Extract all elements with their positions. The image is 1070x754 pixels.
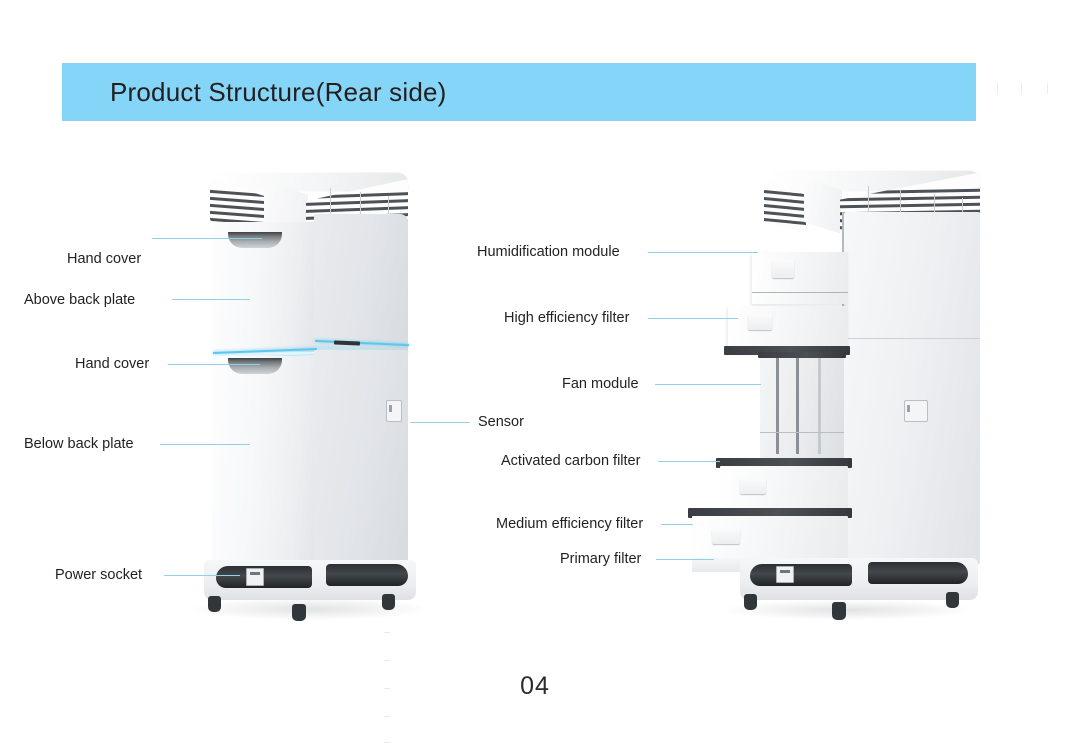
leader-activated-carbon-filter xyxy=(658,461,720,462)
watermark-ticks xyxy=(995,83,1065,99)
fan-module-strut xyxy=(818,358,821,454)
callout-above-back-plate: Above back plate xyxy=(24,292,136,308)
leader-above-back-plate xyxy=(172,299,250,300)
leader-hand-cover-upper xyxy=(152,238,262,239)
leader-power-socket xyxy=(164,575,240,576)
humidification-module xyxy=(752,252,848,304)
callout-hand-cover-upper: Hand cover xyxy=(67,251,142,267)
base-recess-left xyxy=(750,564,852,586)
below-back-plate-side xyxy=(314,350,408,566)
module-pull-handle xyxy=(748,314,772,330)
callout-primary-filter: Primary filter xyxy=(560,551,642,567)
module-pull-handle xyxy=(712,528,740,544)
callout-activated-carbon-filter: Activated carbon filter xyxy=(501,453,641,469)
callout-power-socket: Power socket xyxy=(55,567,143,583)
callout-humidification-module: Humidification module xyxy=(477,244,620,260)
sensor-port xyxy=(904,400,928,422)
module-edge xyxy=(752,292,848,293)
leader-primary-filter xyxy=(656,559,714,560)
leader-medium-efficiency-filter xyxy=(661,524,693,525)
callout-below-back-plate: Below back plate xyxy=(24,436,134,452)
fan-module-shelf xyxy=(760,432,844,433)
page-title: Product Structure(Rear side) xyxy=(110,77,447,107)
sensor-port xyxy=(386,400,402,422)
base-recess-left xyxy=(216,566,312,588)
callout-medium-efficiency-filter: Medium efficiency filter xyxy=(496,516,644,532)
leader-humidification-module xyxy=(648,252,758,253)
above-back-plate-side xyxy=(314,214,408,354)
title-banner xyxy=(62,63,976,121)
ground-shadow xyxy=(722,600,972,620)
callout-sensor: Sensor xyxy=(478,414,524,430)
filter-top-surface xyxy=(724,346,850,355)
leader-hand-cover-lower xyxy=(168,364,260,365)
caster-wheel xyxy=(382,594,395,610)
right-product-illustration xyxy=(672,160,992,620)
caster-wheel xyxy=(292,604,306,621)
caster-wheel xyxy=(832,602,846,620)
hand-cover-lower xyxy=(228,358,282,374)
callout-fan-module: Fan module xyxy=(562,376,639,392)
leader-sensor xyxy=(410,422,470,423)
margin-tick-marks xyxy=(384,628,390,748)
hand-cover-upper xyxy=(228,232,282,248)
module-pull-handle xyxy=(740,478,766,494)
power-socket xyxy=(776,566,794,583)
fan-module-strut xyxy=(796,358,799,454)
base-recess-right xyxy=(868,562,968,584)
power-socket xyxy=(246,568,264,586)
base-recess-right xyxy=(326,564,408,586)
fan-module-cavity xyxy=(760,356,844,462)
callout-hand-cover-lower: Hand cover xyxy=(75,356,150,372)
page-number: 04 xyxy=(520,672,550,700)
leader-fan-module xyxy=(655,384,761,385)
leader-high-efficiency-filter xyxy=(648,318,738,319)
caster-wheel xyxy=(946,592,959,608)
caster-wheel xyxy=(208,596,221,612)
fan-module-strut xyxy=(776,358,779,454)
medium-filter-top-surface xyxy=(688,508,852,518)
carbon-filter-top-surface xyxy=(716,458,852,468)
ground-shadow xyxy=(192,598,428,620)
shell-seam xyxy=(844,338,980,339)
below-back-plate xyxy=(212,356,316,568)
left-product-illustration xyxy=(180,160,440,621)
callout-high-efficiency-filter: High efficiency filter xyxy=(504,310,630,326)
outer-shell-right xyxy=(844,212,980,564)
caster-wheel xyxy=(744,594,757,610)
module-pull-handle xyxy=(772,260,794,278)
fan-module-top-rail xyxy=(758,352,846,358)
leader-below-back-plate xyxy=(160,444,250,445)
